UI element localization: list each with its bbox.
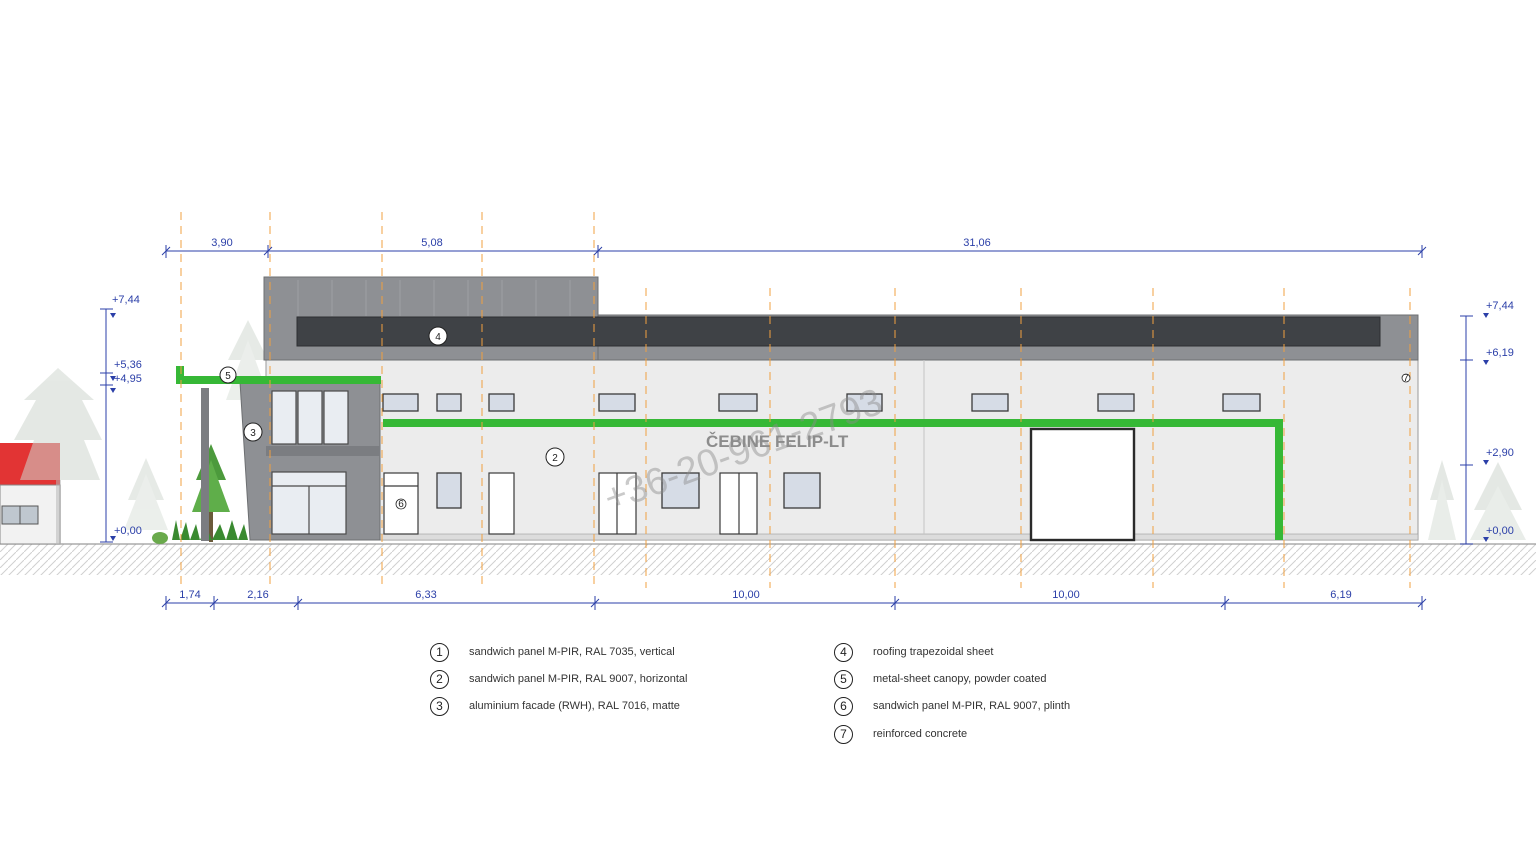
- level-right-4: +0,00: [1486, 525, 1514, 537]
- level-right-1: +7,44: [1486, 300, 1514, 312]
- canopy-column: [201, 388, 209, 541]
- tree-green-small: [192, 444, 230, 542]
- legend-number: 6: [834, 696, 853, 716]
- tree-left-large: [14, 368, 102, 544]
- overhead-gate: [1029, 427, 1136, 542]
- svg-text:7: 7: [1403, 373, 1409, 384]
- legend-text: sandwich panel M-PIR, RAL 7035, vertical: [469, 646, 675, 658]
- axis-lines: [180, 212, 1411, 588]
- legend-item-2: 2 sandwich panel M-PIR, RAL 9007, horizo…: [430, 668, 688, 690]
- level-left-1: +7,44: [112, 294, 140, 306]
- svg-text:6: 6: [398, 499, 404, 510]
- legend-number: 1: [430, 642, 449, 662]
- callout-4: 4: [428, 326, 448, 346]
- dim-bottom-4: 10,00: [732, 589, 760, 601]
- legend-number: 4: [834, 642, 853, 662]
- level-right-2: +6,19: [1486, 347, 1514, 359]
- legend-item-3: 3 aluminium facade (RWH), RAL 7016, matt…: [430, 695, 680, 717]
- legend-item-4: 4 roofing trapezoidal sheet: [834, 641, 993, 663]
- dim-bottom-6: 6,19: [1330, 589, 1351, 601]
- legend-number: 3: [430, 696, 449, 716]
- legend-text: reinforced concrete: [873, 728, 968, 740]
- shrubs: [152, 520, 248, 544]
- legend-item-6: 6 sandwich panel M-PIR, RAL 9007, plinth: [834, 695, 1070, 717]
- ground-hatch: [0, 544, 1536, 575]
- svg-text:3: 3: [250, 428, 256, 439]
- callout-6: 6: [395, 498, 407, 510]
- dim-bottom-2: 2,16: [247, 589, 268, 601]
- level-left-2: +5,36: [114, 359, 142, 371]
- level-left-3: +4,95: [114, 373, 142, 385]
- drawing-callouts: 4 5 3 2 6 7: [219, 326, 1411, 510]
- main-hall: [265, 314, 1419, 541]
- legend-item-5: 5 metal-sheet canopy, powder coated: [834, 668, 1046, 690]
- green-band: [176, 366, 1283, 540]
- legend-text: sandwich panel M-PIR, RAL 9007, plinth: [873, 700, 1071, 712]
- dim-top-1: 3,90: [211, 237, 232, 249]
- legend-number: 7: [834, 724, 853, 744]
- clerestory-strip: [296, 316, 1381, 347]
- dim-top-2: 5,08: [421, 237, 442, 249]
- level-right-3: +2,90: [1486, 447, 1514, 459]
- legend-number: 2: [430, 669, 449, 689]
- dim-bottom-3: 6,33: [415, 589, 436, 601]
- level-left-4: +0,00: [114, 525, 142, 537]
- dim-top-3: 31,06: [963, 237, 991, 249]
- hall-doors: [383, 472, 758, 535]
- office-windows: [271, 390, 349, 535]
- legend-item-7: 7 reinforced concrete: [834, 723, 967, 745]
- legend-item-1: 1 sandwich panel M-PIR, RAL 7035, vertic…: [430, 641, 675, 663]
- level-bar-right: [1460, 313, 1489, 545]
- level-bar-left: [100, 308, 116, 543]
- tree-left-small: [124, 458, 168, 530]
- callout-2: 2: [545, 447, 565, 467]
- legend-text: metal-sheet canopy, powder coated: [873, 673, 1047, 685]
- callout-5: 5: [219, 366, 237, 384]
- dimension-bottom: [161, 596, 1427, 610]
- legend-number: 5: [834, 669, 853, 689]
- svg-text:4: 4: [435, 332, 441, 343]
- dim-bottom-5: 10,00: [1052, 589, 1080, 601]
- legend-text: sandwich panel M-PIR, RAL 9007, horizont…: [469, 673, 688, 685]
- watermark-name: ČEBINE FELIP-LT: [706, 432, 849, 451]
- callout-7: 7: [1401, 373, 1411, 384]
- material-legend: 1 sandwich panel M-PIR, RAL 7035, vertic…: [430, 641, 1190, 751]
- hall-windows: [382, 393, 1261, 509]
- legend-text: roofing trapezoidal sheet: [873, 646, 994, 658]
- svg-text:2: 2: [552, 453, 558, 464]
- tree-right: [1428, 460, 1526, 540]
- callout-3: 3: [243, 422, 263, 442]
- dimension-top: [161, 245, 1427, 258]
- legend-text: aluminium facade (RWH), RAL 7016, matte: [469, 700, 680, 712]
- dim-bottom-1: 1,74: [179, 589, 200, 601]
- svg-text:5: 5: [225, 371, 231, 382]
